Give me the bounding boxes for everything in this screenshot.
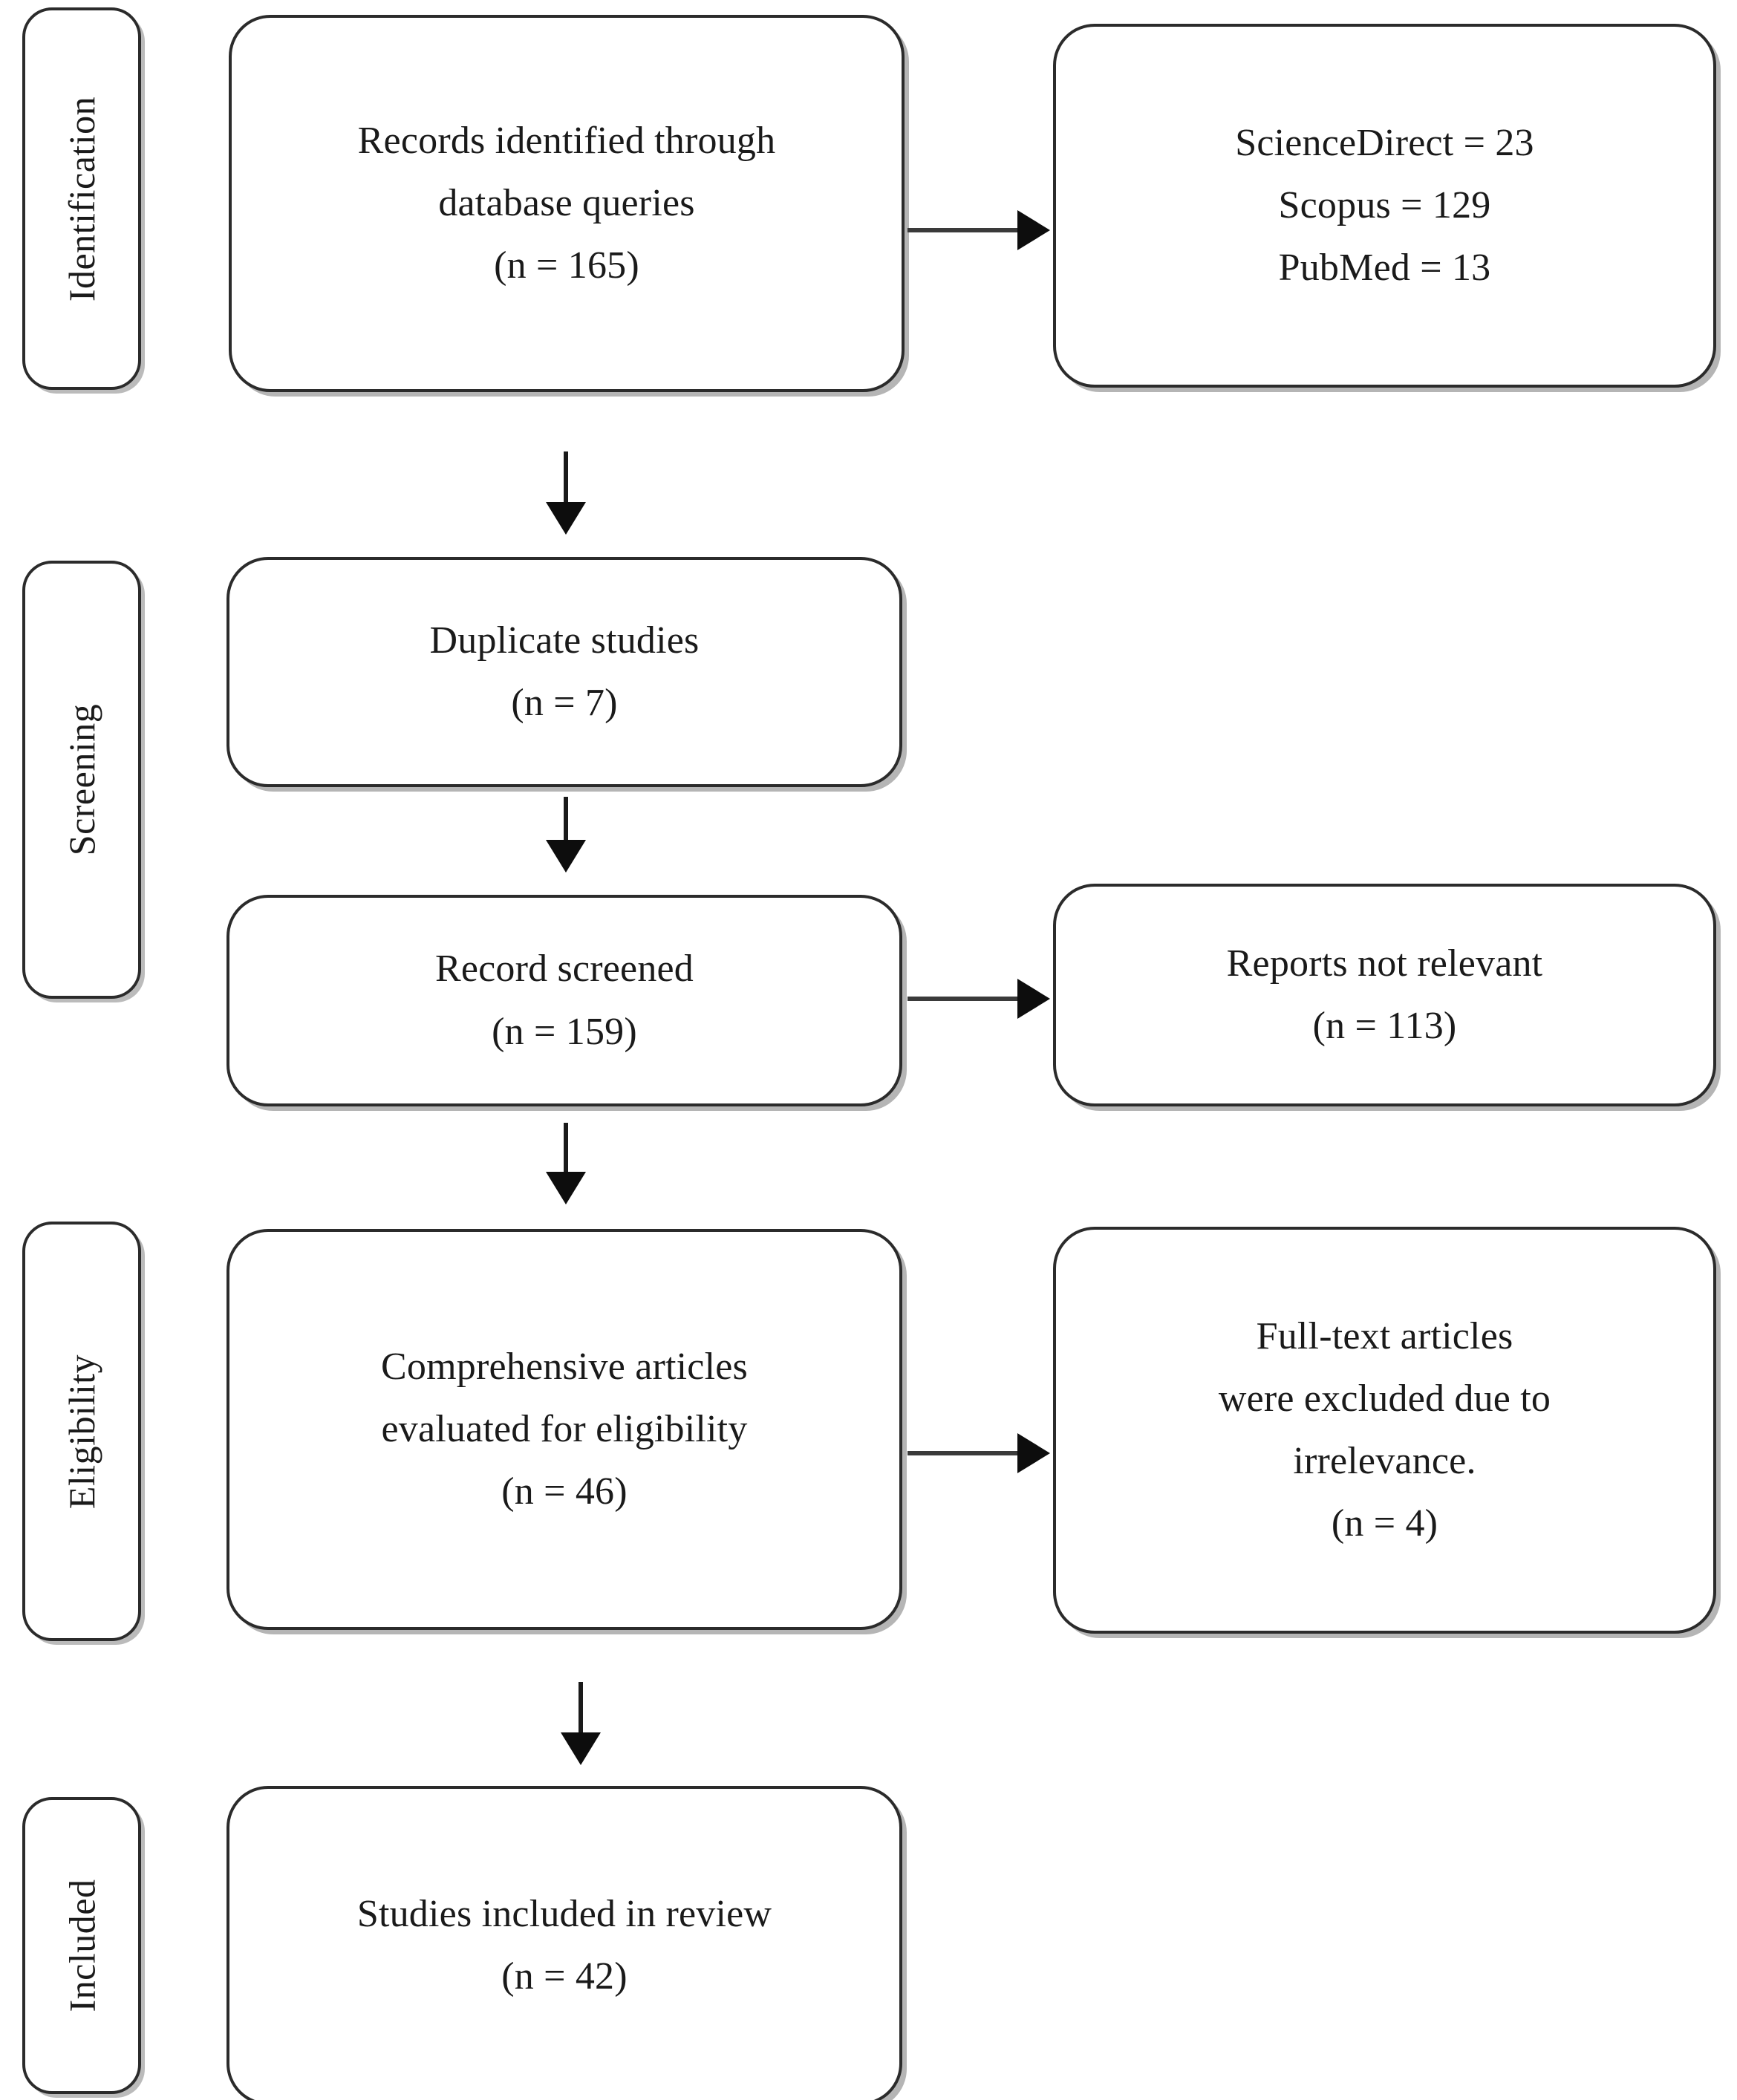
node-reports-not-relevant-line-1: Reports not relevant: [1226, 942, 1543, 985]
stage-label-identification-text: Identification: [61, 96, 102, 301]
node-studies-included: Studies included in review (n = 42): [227, 1786, 902, 2100]
arrow-comprehensive-to-included: [561, 1682, 601, 1765]
node-records-identified-line-1: Records identified through: [357, 119, 776, 162]
node-database-breakdown: ScienceDirect = 23 Scopus = 129 PubMed =…: [1053, 24, 1716, 388]
node-comprehensive-articles: Comprehensive articles evaluated for eli…: [227, 1229, 902, 1630]
arrow-head: [1017, 210, 1050, 250]
node-records-identified-line-3: (n = 165): [494, 244, 639, 287]
node-fulltext-excluded: Full-text articles were excluded due to …: [1053, 1227, 1716, 1634]
arrow-screened-to-comprehensive: [546, 1123, 586, 1204]
arrow-head: [561, 1732, 601, 1765]
arrow-shaft: [564, 797, 568, 843]
node-comprehensive-articles-line-3: (n = 46): [501, 1470, 628, 1513]
node-fulltext-excluded-line-1: Full-text articles: [1256, 1314, 1513, 1357]
node-record-screened-line-1: Record screened: [434, 948, 694, 991]
arrow-head: [546, 1172, 586, 1204]
arrow-shaft: [579, 1682, 583, 1735]
node-fulltext-excluded-line-2: were excluded due to: [1218, 1377, 1551, 1420]
node-fulltext-excluded-line-4: (n = 4): [1331, 1502, 1438, 1545]
node-studies-included-line-1: Studies included in review: [356, 1892, 772, 1935]
stage-label-eligibility-text: Eligibility: [61, 1354, 103, 1509]
node-comprehensive-articles-line-2: evaluated for eligibility: [381, 1407, 748, 1450]
node-fulltext-excluded-line-3: irrelevance.: [1293, 1440, 1476, 1482]
arrow-head: [546, 502, 586, 535]
stage-label-screening-text: Screening: [61, 703, 102, 856]
node-studies-included-line-2: (n = 42): [501, 1955, 628, 1998]
arrow-duplicates-to-screened: [546, 797, 586, 873]
node-comprehensive-articles-line-1: Comprehensive articles: [381, 1345, 748, 1388]
arrow-identified-to-breakdown: [907, 210, 1050, 250]
node-database-breakdown-line-3: PubMed = 13: [1278, 247, 1491, 290]
stage-label-eligibility: Eligibility: [22, 1222, 141, 1641]
arrow-shaft: [907, 228, 1020, 232]
node-record-screened-line-2: (n = 159): [492, 1010, 637, 1053]
node-duplicate-studies-line-1: Duplicate studies: [429, 619, 700, 662]
node-duplicate-studies: Duplicate studies (n = 7): [227, 557, 902, 787]
arrow-head: [1017, 979, 1050, 1019]
arrow-shaft: [564, 451, 568, 505]
arrow-shaft: [907, 997, 1020, 1001]
arrow-identified-to-duplicates: [546, 451, 586, 535]
arrow-head: [1017, 1433, 1050, 1473]
node-database-breakdown-line-2: Scopus = 129: [1278, 183, 1491, 226]
node-database-breakdown-line-1: ScienceDirect = 23: [1235, 121, 1534, 164]
node-reports-not-relevant: Reports not relevant (n = 113): [1053, 884, 1716, 1106]
arrow-comprehensive-to-excluded: [907, 1433, 1050, 1473]
stage-label-included: Included: [22, 1797, 141, 2094]
arrow-screened-to-notrelevant: [907, 979, 1050, 1019]
arrow-shaft: [564, 1123, 568, 1175]
node-duplicate-studies-line-2: (n = 7): [511, 682, 618, 724]
stage-label-identification: Identification: [22, 7, 141, 390]
node-records-identified-line-2: database queries: [438, 181, 695, 224]
node-records-identified: Records identified through database quer…: [229, 15, 905, 392]
node-reports-not-relevant-line-2: (n = 113): [1312, 1005, 1457, 1047]
stage-label-included-text: Included: [61, 1879, 102, 2012]
node-record-screened: Record screened (n = 159): [227, 895, 902, 1106]
arrow-head: [546, 840, 586, 873]
stage-label-screening: Screening: [22, 561, 141, 999]
arrow-shaft: [907, 1451, 1020, 1455]
